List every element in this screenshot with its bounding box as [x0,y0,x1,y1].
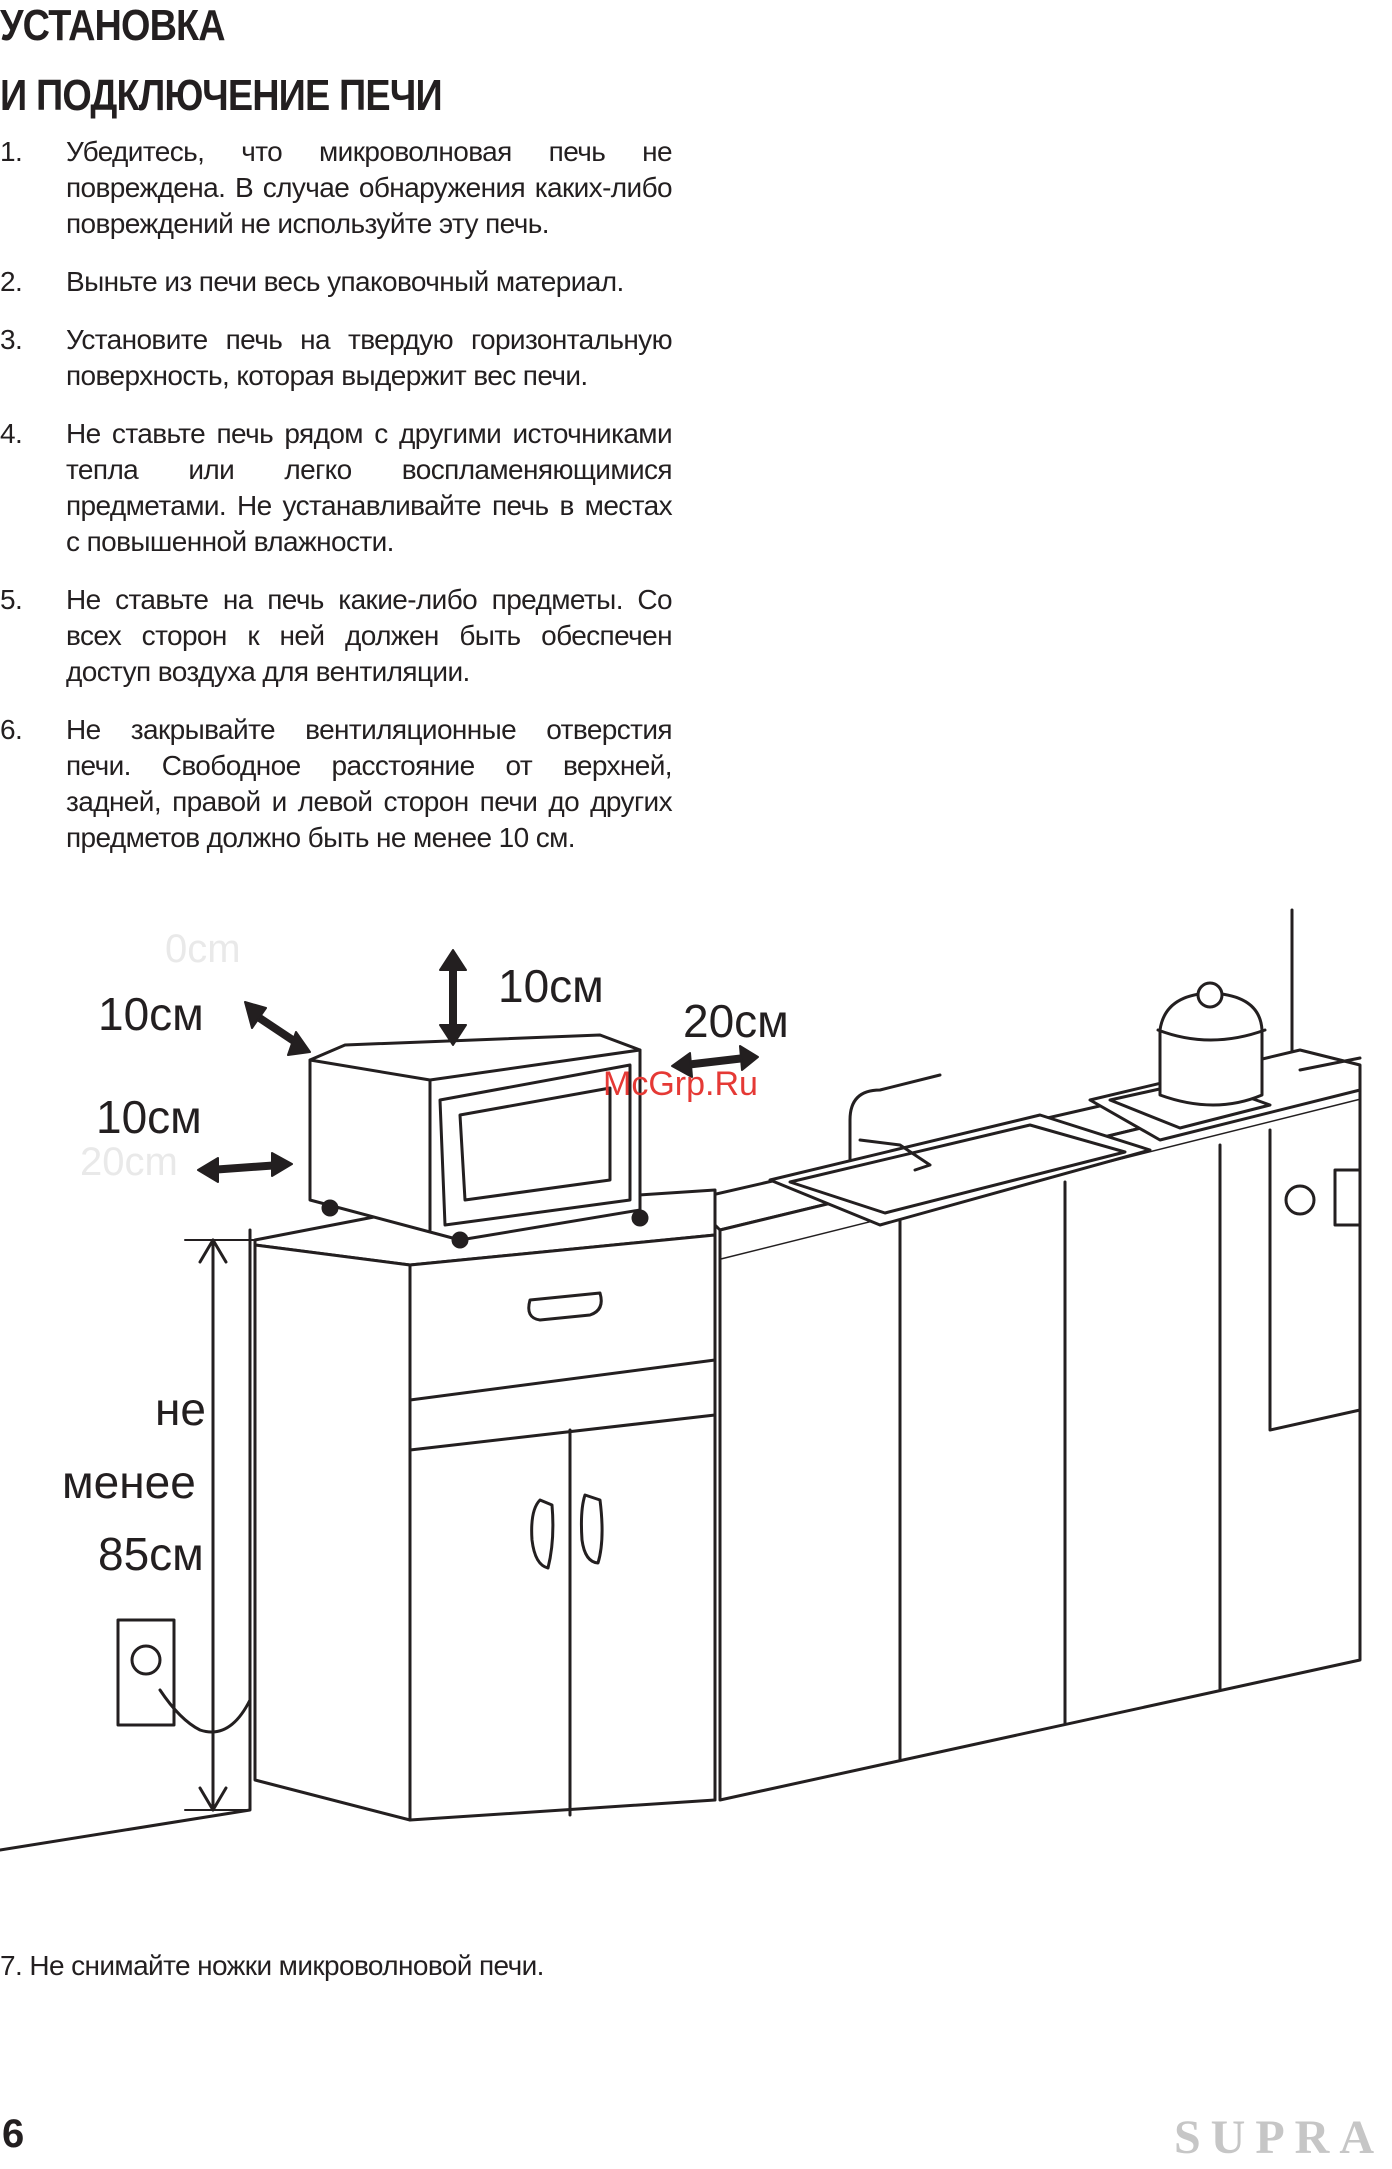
label-top-clearance: 10см [498,960,604,1012]
watermark: McGrp.Ru [603,1065,758,1103]
pot-knob [1196,981,1224,1009]
step-text: Выньте из печи весь упаковочный материал… [66,266,624,297]
drawer-line [408,1358,717,1402]
drawer-bottom [408,1413,717,1452]
step-number: 2. [0,266,23,297]
step-text: Установите печь на твердую горизонтальну… [66,324,673,391]
label-back-clearance: 10см [98,988,204,1040]
ghost-label: 0cm [165,927,241,971]
cabinet-front [408,1233,717,1822]
step-number: 3. [0,324,23,355]
stove-knob [1284,1184,1316,1216]
door-handle-right [579,1493,604,1565]
pot [1158,991,1264,1107]
step-number: 5. [0,584,23,615]
label-height-line-3: 85см [98,1528,204,1580]
step-text: Не закрывайте вентиляционные отверстия п… [66,714,673,853]
label-left-clearance: 10см [96,1091,202,1143]
sink-inner [788,1123,1127,1215]
microwave-foot [321,1199,339,1217]
faucet-handle [858,1138,932,1172]
step-text: Не снимайте ножки микроволновой печи. [29,1950,544,1981]
step-2: 2. Выньте из печи весь упаковочный матери… [0,264,672,300]
step-number: 4. [0,418,23,449]
drawer-handle [527,1291,603,1322]
page-number: 6 [2,2112,25,2156]
height-extension-lines [184,1239,256,1811]
brand-logo: SUPRA [1173,2111,1384,2164]
page-title-line-2: И ПОДКЛЮЧЕНИЕ ПЕЧИ [0,71,443,120]
faucet-spout [848,1073,942,1162]
stove-front [1268,1128,1362,1432]
step-text: Не ставьте на печь какие-либо предметы. … [66,584,673,687]
step-5: 5. Не ставьте на печь какие-либо предметы… [0,582,673,690]
stove-panel [1333,1168,1362,1227]
microwave-foot [451,1231,469,1249]
door-handle-left [530,1498,555,1570]
microwave-foot [631,1209,649,1227]
step-4: 4. Не ставьте печь рядом с другими источн… [0,416,673,560]
instruction-list: 1. Убедитесь, что микроволновая печь не п… [0,134,673,878]
cabinet-side [253,1243,412,1822]
label-height-line-1: не [155,1383,206,1435]
step-number: 1. [0,136,23,167]
outlet-socket [130,1644,162,1676]
step-number: 7. [0,1950,23,1981]
step-1: 1. Убедитесь, что микроволновая печь не п… [0,134,673,242]
burner-grid-2 [1298,1056,1362,1072]
page-title-line-1: УСТАНОВКА [0,1,226,50]
arrow-right [681,1054,749,1069]
step-3: 3. Установите печь на твердую горизонталь… [0,322,673,394]
counter-front [718,1098,1362,1802]
arrow-left [206,1161,284,1174]
label-height-line-2: менее [62,1456,196,1508]
sink [768,1113,1152,1227]
step-number: 6. [0,714,23,745]
step-text: Убедитесь, что микроволновая печь не пов… [66,136,673,239]
label-right-clearance: 20см [683,995,789,1047]
power-cord [158,1688,252,1734]
microwave-window [458,1086,612,1202]
step-6: 6. Не закрывайте вентиляционные отверстия… [0,712,673,856]
installation-illustration: 0cm 20cm 10см 10см 10см 20см не менее 85… [0,908,1362,1852]
pot-lid-edge [1156,1028,1267,1042]
step-7: 7. Не снимайте ножки микроволновой печи. [0,1948,800,1984]
ghost-label: 20cm [80,1140,178,1184]
step-text: Не ставьте печь рядом с другими источник… [66,418,673,557]
